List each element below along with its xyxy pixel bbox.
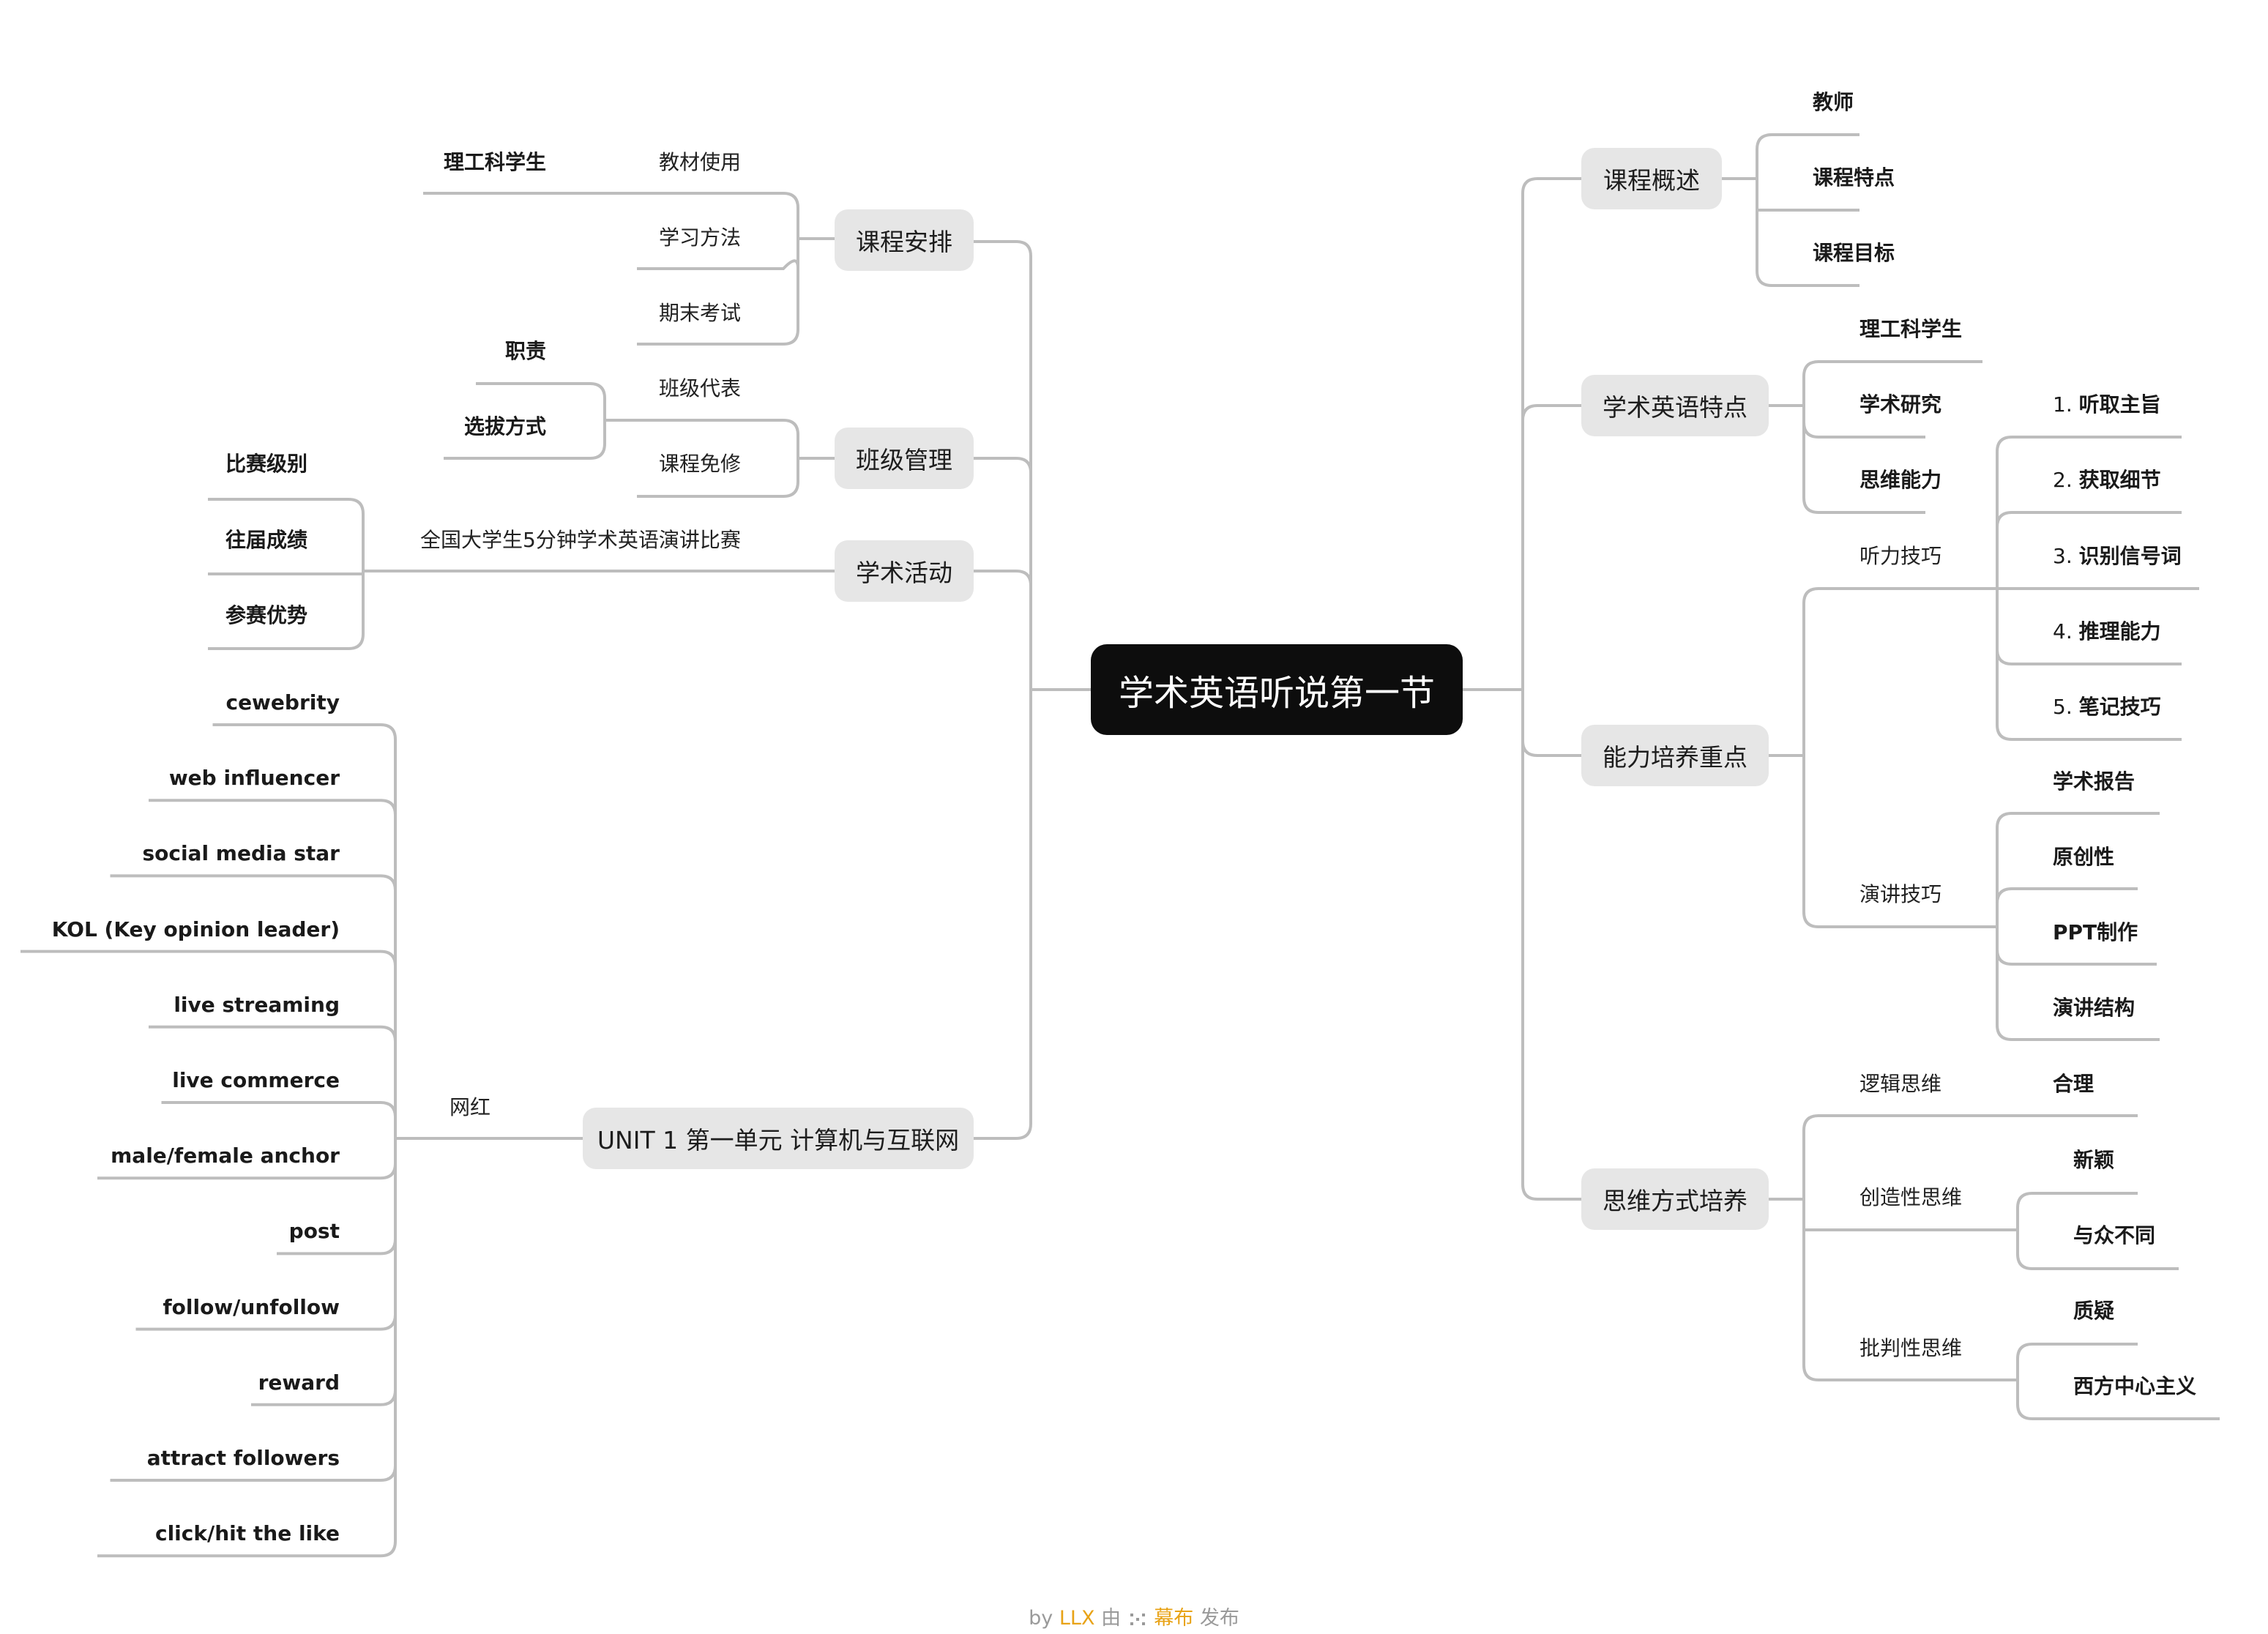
topic-course-schedule[interactable]: 课程安排 xyxy=(835,209,974,271)
subtopic-class-rep[interactable]: 班级代表 xyxy=(659,376,742,400)
topic-academic-activities[interactable]: 学术活动 xyxy=(835,540,974,602)
term-item[interactable]: cewebrity xyxy=(225,690,340,715)
subtopic-speaking-skills[interactable]: 演讲技巧 xyxy=(1859,882,1942,906)
item-text: 识别信号词 xyxy=(2078,544,2182,568)
subtopic-stem[interactable]: 理工科学生 xyxy=(1859,317,1963,341)
subtopic-advantages[interactable]: 参赛优势 xyxy=(225,603,308,627)
subtopic-course-exemption[interactable]: 课程免修 xyxy=(659,452,742,476)
critical-item-western-centrism[interactable]: 西方中心主义 xyxy=(2073,1374,2197,1398)
item-text: 笔记技巧 xyxy=(2078,695,2161,719)
term-item[interactable]: reward xyxy=(258,1370,340,1395)
topic-label: UNIT 1 第一单元 计算机与互联网 xyxy=(597,1126,960,1154)
subtopic-final-exam[interactable]: 期末考试 xyxy=(659,301,742,325)
item-number: 4. xyxy=(2053,619,2073,643)
subtopic-teacher[interactable]: 教师 xyxy=(1813,90,1854,114)
subtopic-course-features[interactable]: 课程特点 xyxy=(1813,165,1895,190)
footer-via: 由 xyxy=(1101,1607,1122,1630)
item-number: 1. xyxy=(2053,392,2073,417)
footer-brand[interactable]: 幕布 xyxy=(1154,1607,1194,1630)
subtopic-stem-students[interactable]: 理工科学生 xyxy=(444,150,547,174)
footer-credit: by LLX 由 幕布 发布 xyxy=(0,1602,2268,1630)
listening-item-2[interactable]: 2. 获取细节 xyxy=(2053,470,2161,490)
subtopic-selection-method[interactable]: 选拔方式 xyxy=(464,414,547,439)
subtopic-internet-celebrity[interactable]: 网红 xyxy=(450,1095,491,1119)
subtopic-critical-thinking[interactable]: 批判性思维 xyxy=(1859,1336,1963,1360)
topic-class-management[interactable]: 班级管理 xyxy=(835,428,974,489)
topic-course-overview[interactable]: 课程概述 xyxy=(1581,148,1722,209)
topic-label: 班级管理 xyxy=(856,446,952,474)
footer-publish: 发布 xyxy=(1199,1607,1239,1630)
term-item[interactable]: social media star xyxy=(142,841,340,866)
item-text: 获取细节 xyxy=(2078,468,2161,492)
subtopic-duties[interactable]: 职责 xyxy=(505,339,547,363)
item-text: 推理能力 xyxy=(2078,619,2161,643)
term-item[interactable]: live commerce xyxy=(172,1068,340,1092)
footer-author[interactable]: LLX xyxy=(1059,1607,1095,1630)
subtopic-logical-thinking[interactable]: 逻辑思维 xyxy=(1859,1072,1942,1096)
topic-thinking-cultivation[interactable]: 思维方式培养 xyxy=(1581,1168,1769,1230)
central-topic-label: 学术英语听说第一节 xyxy=(1118,673,1435,714)
item-text: 听取主旨 xyxy=(2078,392,2161,417)
listening-item-5[interactable]: 5. 笔记技巧 xyxy=(2053,697,2161,717)
term-item[interactable]: post xyxy=(288,1219,340,1244)
speaking-item-academic-report[interactable]: 学术报告 xyxy=(2053,769,2135,794)
topic-label: 学术英语特点 xyxy=(1603,393,1747,422)
subtopic-listening-skills[interactable]: 听力技巧 xyxy=(1859,544,1942,568)
topic-label: 课程安排 xyxy=(856,228,952,256)
footer-by: by xyxy=(1029,1607,1053,1630)
subtopic-speech-contest[interactable]: 全国大学生5分钟学术英语演讲比赛 xyxy=(420,528,741,552)
critical-item-question[interactable]: 质疑 xyxy=(2073,1299,2115,1323)
topic-label: 能力培养重点 xyxy=(1603,743,1747,772)
item-number: 5. xyxy=(2053,695,2073,719)
item-number: 3. xyxy=(2053,544,2073,568)
speaking-item-ppt[interactable]: PPT制作 xyxy=(2053,920,2138,944)
topic-skill-focus[interactable]: 能力培养重点 xyxy=(1581,725,1769,786)
topic-label: 思维方式培养 xyxy=(1603,1187,1747,1215)
subtopic-creative-thinking[interactable]: 创造性思维 xyxy=(1859,1185,1963,1209)
item-number: 2. xyxy=(2053,468,2073,492)
term-item[interactable]: web influencer xyxy=(168,766,340,791)
creative-item-novel[interactable]: 新颖 xyxy=(2073,1148,2115,1172)
subtopic-course-goals[interactable]: 课程目标 xyxy=(1813,241,1895,265)
topic-academic-english-features[interactable]: 学术英语特点 xyxy=(1581,375,1769,436)
mubu-logo-icon xyxy=(1130,1613,1145,1625)
subtopic-contest-level[interactable]: 比赛级别 xyxy=(225,452,308,476)
subtopic-textbook[interactable]: 教材使用 xyxy=(659,150,742,174)
term-item[interactable]: attract followers xyxy=(146,1446,340,1470)
term-item[interactable]: male/female anchor xyxy=(111,1144,340,1168)
subtopic-past-results[interactable]: 往届成绩 xyxy=(225,528,308,552)
speaking-item-structure[interactable]: 演讲结构 xyxy=(2053,996,2135,1020)
term-item[interactable]: click/hit the like xyxy=(154,1521,340,1546)
logic-item-reasonable[interactable]: 合理 xyxy=(2053,1072,2094,1096)
topic-label: 课程概述 xyxy=(1603,166,1700,195)
speaking-item-originality[interactable]: 原创性 xyxy=(2053,845,2115,869)
term-item[interactable]: follow/unfollow xyxy=(163,1294,340,1319)
subtopic-study-method[interactable]: 学习方法 xyxy=(659,225,742,250)
subtopic-thinking-ability[interactable]: 思维能力 xyxy=(1859,468,1942,492)
creative-item-different[interactable]: 与众不同 xyxy=(2073,1223,2156,1247)
listening-item-3[interactable]: 3. 识别信号词 xyxy=(2053,546,2182,567)
central-topic[interactable]: 学术英语听说第一节 xyxy=(1091,644,1463,735)
subtopic-academic-research[interactable]: 学术研究 xyxy=(1859,392,1942,417)
topic-unit1[interactable]: UNIT 1 第一单元 计算机与互联网 xyxy=(583,1108,974,1169)
topic-label: 学术活动 xyxy=(856,559,952,587)
term-item[interactable]: KOL (Key opinion leader) xyxy=(51,917,340,941)
listening-item-4[interactable]: 4. 推理能力 xyxy=(2053,622,2161,642)
listening-item-1[interactable]: 1. 听取主旨 xyxy=(2053,395,2161,415)
term-item[interactable]: live streaming xyxy=(174,992,340,1017)
